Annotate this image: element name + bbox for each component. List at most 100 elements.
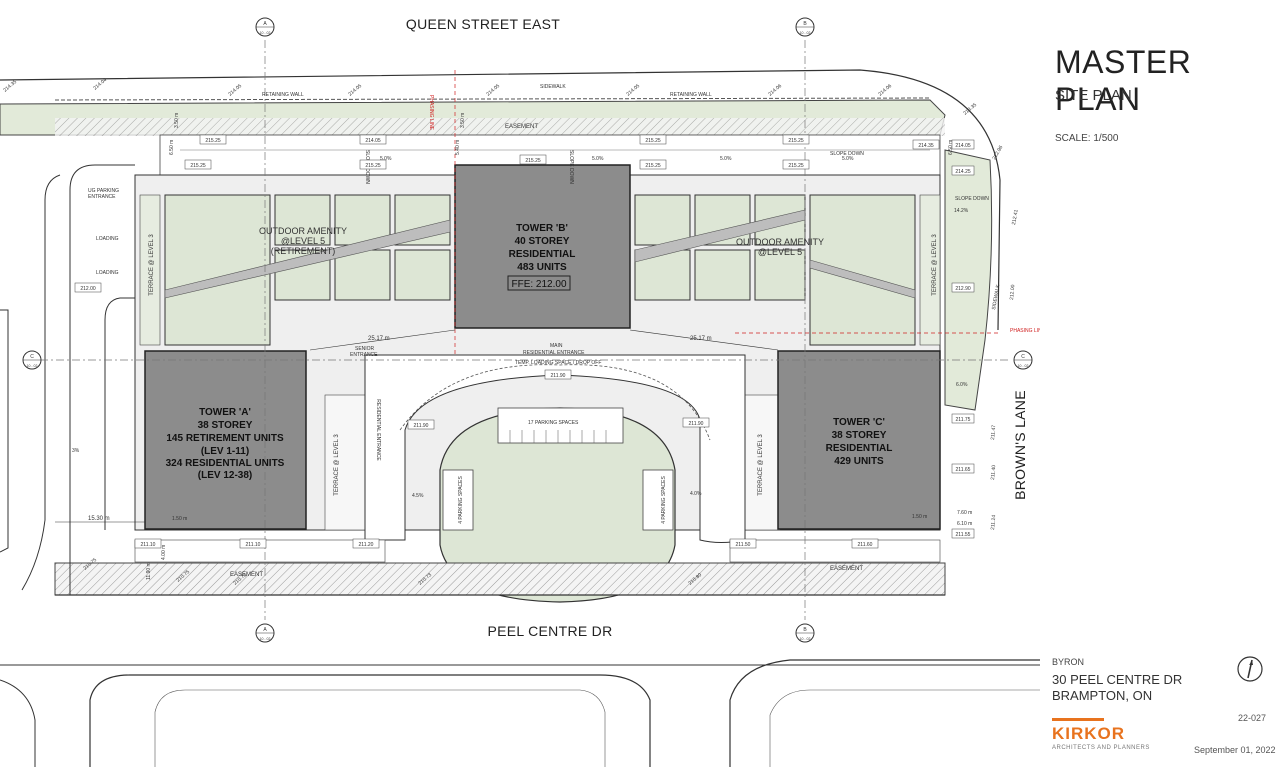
- svg-text:@LEVEL 5: @LEVEL 5: [281, 236, 325, 246]
- svg-text:214.05: 214.05: [365, 138, 381, 144]
- grid-sheet: 10 - 02: [800, 637, 811, 641]
- tower-a-label: TOWER 'A' 38 STOREY 145 RETIREMENT UNITS…: [166, 407, 285, 481]
- svg-text:214.06: 214.06: [877, 83, 893, 98]
- south-island-east-inner: [769, 689, 1040, 767]
- main-entrance-2: RESIDENTIAL ENTRANCE: [523, 350, 585, 356]
- svg-text:429 UNITS: 429 UNITS: [834, 456, 884, 467]
- slope-label: 14.2%: [954, 208, 969, 214]
- phasing-line-label-north: PHASING LINE: [428, 95, 434, 131]
- grid-bubble-a-bottom: A 10 - 02: [255, 623, 275, 643]
- terrace-label-east: TERRACE @ LEVEL 3: [932, 234, 938, 296]
- north-easement-hatch: [55, 118, 945, 136]
- slope-label: 5.0%: [842, 156, 854, 162]
- svg-text:212.96: 212.96: [992, 145, 1005, 161]
- west-driveway-inner: [104, 297, 135, 530]
- svg-text:211.60: 211.60: [858, 542, 873, 548]
- terrace-label-centre-east: TERRACE @ LEVEL 3: [758, 434, 764, 496]
- svg-text:212.41: 212.41: [1011, 209, 1020, 225]
- svg-text:OUTDOOR AMENITY: OUTDOOR AMENITY: [736, 237, 824, 247]
- svg-text:RESIDENTIAL: RESIDENTIAL: [509, 249, 576, 260]
- grid-sheet: 10 - 02: [1018, 364, 1029, 368]
- west-amenity-path: [164, 219, 451, 299]
- grid-label: A: [263, 627, 267, 633]
- slope-label: 3%: [72, 448, 80, 454]
- svg-text:214.35: 214.35: [918, 143, 934, 149]
- svg-text:215.25: 215.25: [645, 138, 661, 144]
- tower-b-label: TOWER 'B' 40 STOREY RESIDENTIAL 483 UNIT…: [509, 223, 576, 290]
- svg-text:215.25: 215.25: [525, 158, 541, 164]
- terrace-west: [139, 194, 161, 346]
- svg-text:211.75: 211.75: [956, 417, 971, 423]
- sidewalk-label-east: SIDEWALK: [991, 283, 1001, 310]
- dim-15-30: 15.30 m: [88, 516, 110, 522]
- grid-label: B: [803, 21, 807, 27]
- residential-entrance-label: RESIDENTIAL ENTRANCE: [375, 399, 381, 461]
- firm-tagline: ARCHITECTS AND PLANNERS: [1052, 745, 1150, 751]
- svg-text:(RETIREMENT): (RETIREMENT): [271, 246, 336, 256]
- retaining-wall-label-west: RETAINING WALL: [262, 92, 304, 98]
- slope-label: 5.0%: [380, 156, 392, 162]
- street-browns: BROWN'S LANE: [1012, 390, 1028, 500]
- svg-text:211.90: 211.90: [414, 423, 429, 429]
- slope-label: 5.0%: [592, 156, 604, 162]
- tower-c-label: TOWER 'C' 38 STOREY RESIDENTIAL 429 UNIT…: [826, 417, 893, 467]
- svg-text:211.40: 211.40: [990, 465, 997, 481]
- grid-label: B: [803, 627, 807, 633]
- dim-6-50-east: 6.50 m: [948, 140, 954, 155]
- parking-4-east: 4 PARKING SPACES: [661, 476, 667, 524]
- grid-bubble-c-east: C 10 - 02: [1013, 350, 1033, 370]
- svg-text:214.05: 214.05: [625, 83, 641, 98]
- phasing-line-label-east: PHASING LINE: [1010, 328, 1040, 334]
- retaining-wall-label-east: RETAINING WALL: [670, 92, 712, 98]
- south-easement-hatch: [54, 562, 946, 596]
- terrace-label-centre-west: TERRACE @ LEVEL 3: [334, 434, 340, 496]
- slope-down-label: SLOPE DOWN: [568, 150, 574, 184]
- svg-text:483 UNITS: 483 UNITS: [517, 262, 567, 273]
- dim-4-00: 4.00 m: [161, 545, 167, 560]
- dim-1-50-west: 1.50 m: [172, 516, 187, 522]
- tower-b-ffe-box: [507, 275, 571, 291]
- svg-text:215.25: 215.25: [645, 163, 661, 169]
- south-island-west: [89, 674, 651, 767]
- issue-date: September 01, 2022: [1194, 745, 1276, 755]
- grid-sheet: 10 - 02: [27, 364, 38, 368]
- svg-text:211.10: 211.10: [141, 542, 156, 548]
- svg-text:38 STOREY: 38 STOREY: [198, 420, 253, 431]
- loading-label-2: LOADING: [96, 270, 119, 276]
- elevation-tags: 215.25 215.25 215.25 214.05 215.25 215.2…: [74, 134, 975, 549]
- svg-text:211.50: 211.50: [736, 542, 751, 548]
- temp-loading-label: TEMP. LOADING SPACE / DROP OFF: [515, 360, 601, 366]
- svg-text:214.05: 214.05: [485, 83, 501, 98]
- sidewalk-label: SIDEWALK: [540, 84, 566, 90]
- firm-logo: KIRKOR ARCHITECTS AND PLANNERS: [1052, 718, 1162, 751]
- svg-text:(LEV 1-11): (LEV 1-11): [201, 446, 249, 457]
- firm-name: KIRKOR: [1052, 724, 1126, 743]
- slope-label: 6.0%: [956, 382, 968, 388]
- dim-3-50-west: 3.50 m: [174, 113, 180, 128]
- dim-11-90: 11.90 m: [146, 562, 152, 580]
- dim-5-40: 5.40 m: [455, 140, 461, 155]
- svg-text:215.25: 215.25: [365, 163, 381, 169]
- scale-label: SCALE: 1/500: [1055, 133, 1119, 144]
- site-plan-drawing: A 10 - 02 B 10 - 02 A 10 - 02 B 10 - 02 …: [0, 16, 1040, 767]
- grid-label: A: [263, 21, 267, 27]
- svg-text:@LEVEL 5: @LEVEL 5: [758, 247, 802, 257]
- svg-text:TOWER 'C': TOWER 'C': [833, 417, 885, 428]
- dim-6-10: 6.10 m: [957, 521, 972, 527]
- grid-sheet: 10 - 02: [260, 31, 271, 35]
- address-line-1: 30 PEEL CENTRE DR: [1052, 672, 1183, 687]
- parking-4-west: 4 PARKING SPACES: [458, 476, 464, 524]
- svg-text:TOWER 'B': TOWER 'B': [516, 223, 568, 234]
- retaining-wall: [54, 97, 931, 101]
- svg-text:214.35: 214.35: [2, 79, 18, 94]
- slope-label: 4.5%: [412, 493, 424, 499]
- main-entrance-1: MAIN: [550, 343, 563, 349]
- street-queen: QUEEN STREET EAST: [406, 16, 560, 32]
- easement-label-north: EASEMENT: [505, 124, 538, 130]
- svg-text:211.90: 211.90: [689, 421, 704, 427]
- svg-text:214.05: 214.05: [955, 143, 971, 149]
- svg-text:215.25: 215.25: [190, 163, 206, 169]
- ug-parking-label-2: ENTRANCE: [88, 194, 116, 200]
- tower-b-ffe: FFE: 212.00: [511, 279, 566, 290]
- svg-text:211.24: 211.24: [990, 515, 997, 531]
